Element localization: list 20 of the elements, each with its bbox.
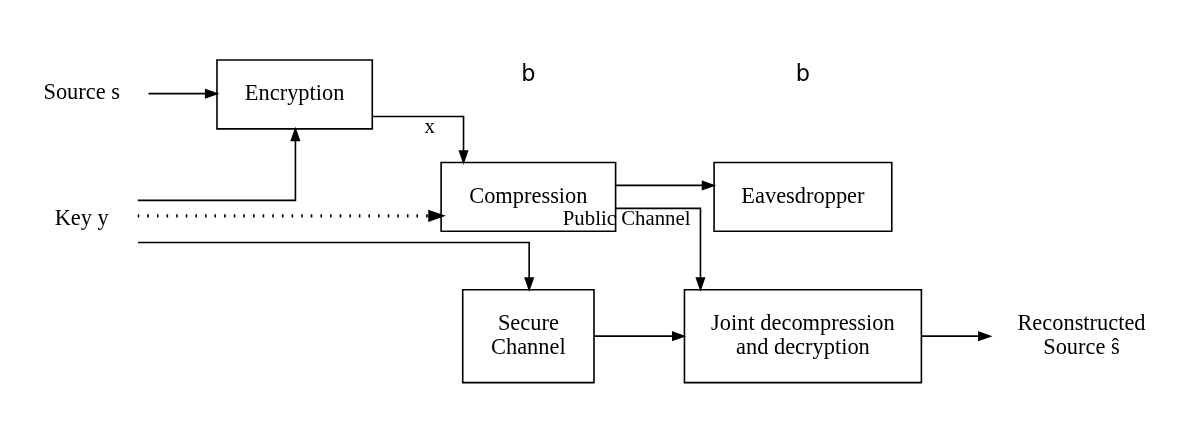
node-box: Eavesdropper <box>713 161 893 232</box>
edge-label: Public Channel <box>562 205 691 230</box>
arrow <box>147 88 220 99</box>
arrow <box>615 179 717 190</box>
arrow <box>371 115 469 165</box>
node-text: Reconstructed Source ŝ <box>1017 309 1146 359</box>
arrow <box>593 330 687 341</box>
label: b <box>795 59 811 86</box>
arrow <box>137 126 301 201</box>
node-box: Joint decompression and decryption <box>683 288 923 383</box>
node-box: Secure Channel <box>461 288 595 383</box>
arrow <box>615 207 706 292</box>
arrow <box>920 330 993 341</box>
arrow <box>137 241 535 292</box>
edge-label: x <box>424 113 436 138</box>
node-box: Encryption <box>216 58 374 130</box>
node-text: Source s <box>43 78 120 104</box>
label: b <box>521 59 536 86</box>
arrow <box>137 209 446 222</box>
node-text: Key y <box>54 204 109 230</box>
